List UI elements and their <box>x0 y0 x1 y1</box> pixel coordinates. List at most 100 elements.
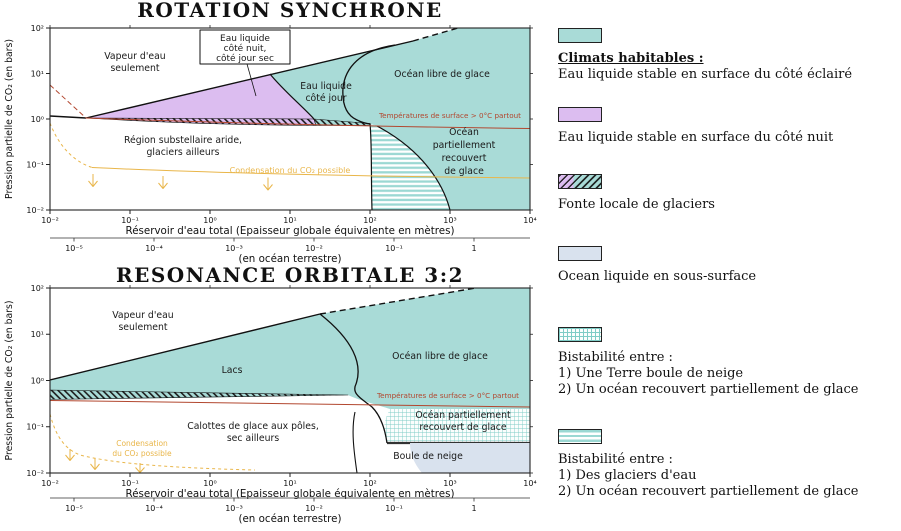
region-path <box>50 389 349 400</box>
legend-text: Bistabilité entre : <box>558 350 673 365</box>
legend-swatch <box>558 327 602 342</box>
annotation-text: glaciers ailleurs <box>147 147 220 158</box>
annotation-text: côté nuit, <box>224 43 267 54</box>
annotation-text: Condensation <box>116 439 168 448</box>
annotation-text: Lacs <box>222 365 243 376</box>
annotation-text: partiellement <box>433 140 496 151</box>
annotation-text: Condensation du CO₂ possible <box>230 166 351 175</box>
boundary-line <box>319 288 477 315</box>
annotation-text: Vapeur d'eau <box>104 51 165 62</box>
legend-item-gray: Ocean liquide en sous-surface <box>558 246 901 285</box>
boundary-line <box>376 125 451 210</box>
secondary-tick-label: 1 <box>471 244 476 253</box>
boundary-line <box>352 411 358 473</box>
boundary-line <box>65 449 75 461</box>
legend-swatch <box>558 174 602 189</box>
y-tick-label: 10⁰ <box>31 115 44 124</box>
legend-item-purple: Eau liquide stable en surface du côté nu… <box>558 107 901 146</box>
legend-item-hatch: Fonte locale de glaciers <box>558 174 901 213</box>
boundary-line <box>85 117 530 129</box>
legend-item-teal: Climats habitables : Eau liquide stable … <box>558 28 901 83</box>
secondary-tick-label: 10⁻² <box>305 244 323 253</box>
legend-text: Ocean liquide en sous-surface <box>558 269 757 284</box>
x-axis-label: Réservoir d'eau total (Epaisseur globale… <box>126 225 455 237</box>
annotation-text: recouvert <box>442 153 487 164</box>
legend-text-block: Ocean liquide en sous-surface <box>558 269 901 285</box>
legend-text-block: Fonte locale de glaciers <box>558 197 901 213</box>
x-tick-label: 10⁻¹ <box>121 216 139 225</box>
x-tick-label: 10¹ <box>283 216 296 225</box>
x-tick-label: 10⁴ <box>523 216 536 225</box>
boundary-line <box>91 167 530 179</box>
annotation-text: Températures de surface > 0°C partout <box>378 111 521 120</box>
legend-text: 2) Un océan recouvert partiellement de g… <box>558 484 859 499</box>
legend-heading: Climats habitables : <box>558 51 704 66</box>
secondary-tick-label: 10⁻⁵ <box>65 244 83 253</box>
boundary-line <box>246 63 257 97</box>
secondary-tick-label: 10⁻⁵ <box>65 504 83 513</box>
legend-text: Bistabilité entre : <box>558 452 673 467</box>
annotation-text: Eau liquide <box>300 81 352 92</box>
region-path <box>86 74 314 119</box>
legend-text: 1) Des glaciers d'eau <box>558 468 697 483</box>
annotation-text: Océan libre de glace <box>392 351 488 362</box>
y-tick-label: 10⁻² <box>26 469 44 478</box>
annotation-text: Eau liquide <box>220 34 270 44</box>
legend-swatch <box>558 107 602 122</box>
boundary-line <box>319 313 388 444</box>
y-tick-label: 10⁰ <box>31 376 44 385</box>
annotation-text: Océan <box>449 127 479 138</box>
x-tick-label: 10⁰ <box>203 216 216 225</box>
secondary-axis-label: (en océan terrestre) <box>238 513 341 525</box>
region-path <box>370 124 450 210</box>
legend-text-block: Bistabilité entre :1) Une Terre boule de… <box>558 350 901 398</box>
boundary-line <box>50 122 93 168</box>
x-tick-label: 10⁻¹ <box>121 479 139 488</box>
y-tick-label: 10¹ <box>31 69 44 78</box>
region-path <box>410 443 530 473</box>
region-path <box>50 288 530 409</box>
legend-text-block: Eau liquide stable en surface du côté nu… <box>558 130 901 146</box>
boundary-line <box>50 413 256 471</box>
legend-text-block: Bistabilité entre :1) Des glaciers d'eau… <box>558 452 901 500</box>
y-tick-label: 10² <box>31 284 44 293</box>
annotation-text: seulement <box>110 63 159 74</box>
annotation-text: Températures de surface > 0°C partout <box>376 391 519 400</box>
annotation-text: Vapeur d'eau <box>112 310 173 321</box>
annotation-text: côté jour sec <box>216 53 274 64</box>
secondary-tick-label: 10⁻¹ <box>385 504 403 513</box>
x-tick-label: 10⁻² <box>41 216 59 225</box>
legend-swatch <box>558 429 602 444</box>
annotation-text: côté jour <box>305 93 346 104</box>
boundary-line <box>369 123 373 210</box>
boundary-line <box>412 28 459 42</box>
annotation-text: du CO₂ possible <box>112 449 172 458</box>
x-tick-label: 10⁰ <box>203 479 216 488</box>
x-axis-label: Réservoir d'eau total (Epaisseur globale… <box>126 488 455 500</box>
legend-swatch <box>558 28 602 43</box>
chart-title: RESONANCE ORBITALE 3:2 <box>116 263 464 287</box>
secondary-tick-label: 10⁻¹ <box>385 244 403 253</box>
boundary-line <box>90 458 100 470</box>
y-tick-label: 10⁻² <box>26 206 44 215</box>
annotation-text: Boule de neige <box>393 451 463 462</box>
region-path <box>270 28 530 210</box>
secondary-tick-label: 10⁻² <box>305 504 323 513</box>
y-axis-label: Pression partielle de CO₂ (en bars) <box>4 39 15 199</box>
chart-title: ROTATION SYNCHRONE <box>137 0 443 22</box>
secondary-tick-label: 10⁻³ <box>225 244 243 253</box>
boundary-line <box>85 40 414 119</box>
annotation-text: Océan libre de glace <box>394 69 490 80</box>
legend-text-block: Eau liquide stable en surface du côté éc… <box>558 67 901 83</box>
region-path <box>384 409 530 443</box>
annotation-text: seulement <box>118 322 167 333</box>
y-tick-label: 10¹ <box>31 330 44 339</box>
x-tick-label: 10³ <box>443 216 456 225</box>
boundary-line <box>88 174 98 187</box>
annotation-text: Océan partiellement <box>415 410 511 421</box>
x-tick-label: 10² <box>363 216 376 225</box>
chart-rotation-synchrone: ROTATION SYNCHRONE Pression partielle de … <box>4 0 537 265</box>
